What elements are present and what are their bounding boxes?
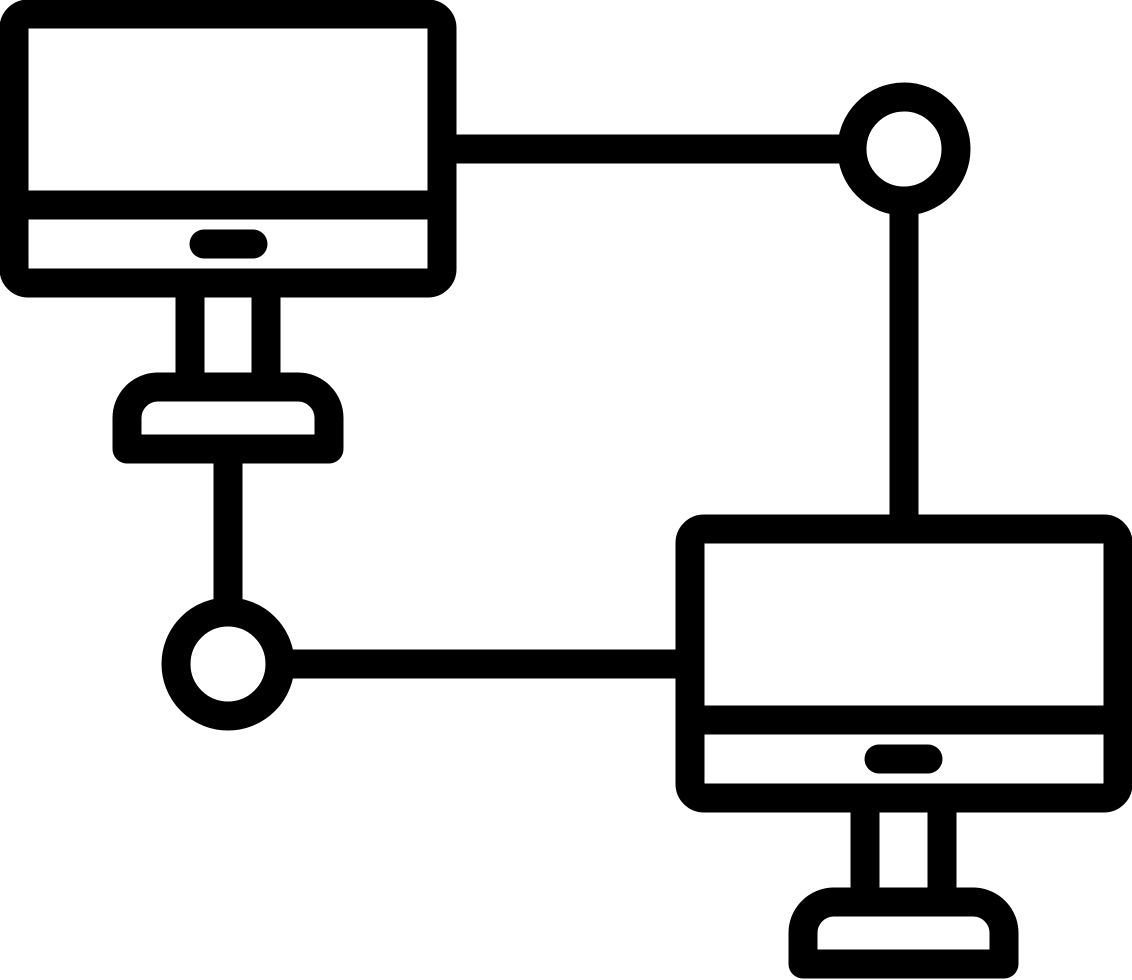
monitor-frame <box>0 0 457 298</box>
computer-bottom-right <box>675 514 1132 979</box>
monitor-stand <box>112 372 344 464</box>
network-node-top-right <box>837 82 971 216</box>
computer-top-left <box>0 0 457 464</box>
network-node-bottom-left <box>161 597 295 731</box>
monitor-stand <box>788 887 1019 979</box>
monitor-frame <box>675 514 1132 813</box>
